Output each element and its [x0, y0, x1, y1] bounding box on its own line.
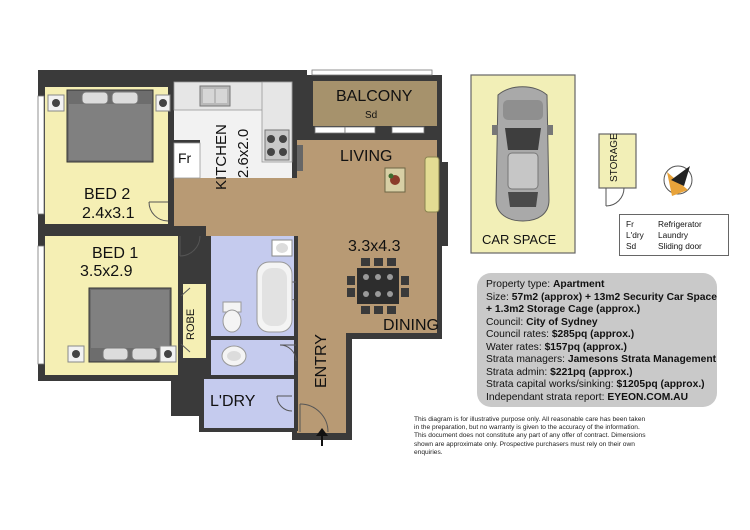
wall-kitchen-right: [292, 82, 297, 178]
balcony-label: BALCONY: [336, 88, 413, 105]
info-row: Size: 57m2 (approx) + 13m2 Security Car …: [486, 291, 717, 303]
legend-meaning: Sliding door: [658, 241, 702, 251]
wall-fridge: [174, 140, 200, 143]
bed-1-furniture: [67, 287, 177, 363]
disclaimer-text: This diagram is for illustrative purpose…: [414, 416, 646, 456]
floor-balcony: [313, 81, 437, 126]
wall-bath-right: [294, 236, 298, 431]
wall-bed2-right: [168, 82, 174, 202]
floor-living: [297, 140, 437, 333]
fridge-label: Fr: [178, 150, 192, 166]
floor-hall: [174, 178, 301, 226]
dining-label: DINING: [383, 317, 439, 334]
wall-bed2-bed1: [45, 227, 178, 234]
floor-entry: [297, 333, 346, 433]
car-icon: [492, 86, 553, 222]
window-balcony: [311, 69, 433, 76]
info-row: Strata admin: $221pq (approx.): [486, 366, 633, 378]
laundry-label: L'DRY: [210, 393, 256, 410]
wall-robe-right: [206, 236, 211, 376]
info-row: + 1.3m2 Storage Cage (approx.): [486, 304, 641, 315]
living-size: 3.3x4.3: [348, 238, 401, 255]
wall-bed1-right: [178, 258, 183, 375]
sliding-door-label: Sd: [365, 110, 378, 121]
bed1-label: BED 1: [92, 245, 139, 262]
info-row: Council: City of Sydney: [486, 316, 598, 328]
wall-wc-laundry: [204, 375, 294, 379]
living-label: LIVING: [340, 148, 393, 165]
door-laundry: [276, 395, 293, 412]
wall-bath-wc: [211, 336, 294, 340]
bed2-size: 2.4x3.1: [82, 205, 135, 222]
bed-2-furniture: [47, 89, 171, 163]
sliding-door-2: [344, 126, 376, 134]
dining-table-furniture: [347, 258, 409, 314]
info-row: Council rates: $285pq (approx.): [486, 329, 635, 340]
storage-door: [605, 187, 625, 207]
kitchen-size: 2.6x2.0: [235, 128, 252, 178]
info-row: Water rates: $157pq (approx.): [486, 341, 627, 353]
floor-robe: [181, 284, 206, 358]
property-info-box: Property type: Apartment Size: 57m2 (app…: [477, 273, 717, 407]
floor-hall-2: [206, 226, 301, 236]
info-row: Property type: Apartment: [486, 279, 605, 290]
bed1-size: 3.5x2.9: [80, 263, 133, 280]
bathroom-fixtures: [221, 239, 293, 367]
legend-abbr: Sd: [626, 241, 637, 251]
entry-label: ENTRY: [313, 334, 330, 388]
info-row: Strata managers: Jamesons Strata Managem…: [486, 354, 717, 365]
door-wc: [279, 344, 297, 362]
door-bed1: [179, 235, 201, 257]
car-space-label: CAR SPACE: [482, 232, 557, 247]
sliding-door-3: [391, 126, 425, 134]
window-bed2: [37, 95, 45, 215]
storage-label: STORAGE: [609, 133, 620, 182]
north-arrow-icon: [663, 165, 693, 196]
info-row: Strata capital works/sinking: $1205pq (a…: [486, 379, 705, 390]
living-furniture: [384, 156, 440, 213]
storage-cage: [598, 133, 637, 189]
legend-box: Fr Refrigerator L'dry Laundry Sd Sliding…: [619, 214, 729, 256]
robe-label: ROBE: [185, 308, 197, 340]
door-entry: [299, 403, 329, 433]
legend-abbr: Fr: [626, 219, 634, 229]
info-row: Independant strata report: EYEON.COM.AU: [486, 391, 689, 403]
door-robe: [180, 287, 191, 353]
door-bed2: [148, 201, 169, 222]
entry-arrow-icon: [316, 428, 328, 446]
kitchen-label: KITCHEN: [213, 124, 230, 190]
legend-abbr: L'dry: [626, 230, 644, 240]
legend-meaning: Refrigerator: [658, 219, 702, 229]
bed2-label: BED 2: [84, 186, 131, 203]
sliding-door-1: [314, 126, 346, 134]
window-bed1: [37, 245, 45, 365]
legend-meaning: Laundry: [658, 230, 688, 240]
kitchen-fixtures: [173, 81, 303, 179]
